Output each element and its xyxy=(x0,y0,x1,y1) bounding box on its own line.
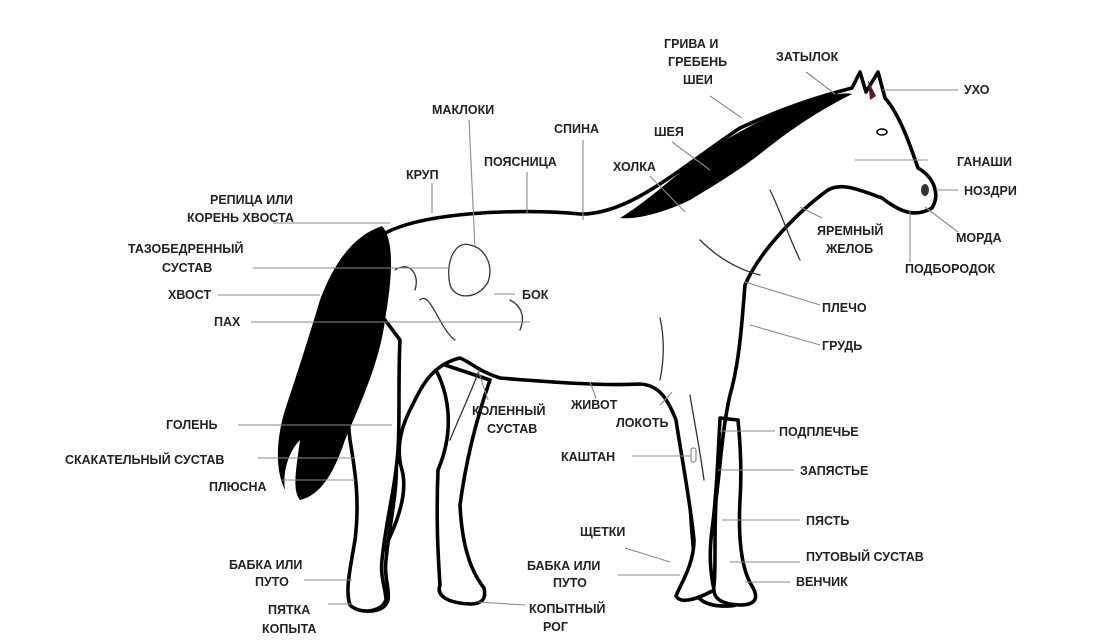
label-hock: СКАКАТЕЛЬНЫЙ СУСТАВ xyxy=(65,452,224,467)
label-back: СПИНА xyxy=(554,122,599,136)
label-shoulder: ПЛЕЧО xyxy=(822,301,867,315)
horse-eye xyxy=(877,129,887,135)
label-fetlock: ПУТОВЫЙ СУСТАВ xyxy=(806,549,924,564)
label-feathers: ЩЕТКИ xyxy=(580,525,625,539)
label-stifle-line1: КОЛЕННЫЙ xyxy=(472,403,545,418)
label-pastern-hind-line2: ПУТО xyxy=(255,575,289,589)
label-croup: КРУП xyxy=(406,168,439,182)
label-pastern-hind-line1: БАБКА ИЛИ xyxy=(229,558,302,572)
label-withers: ХОЛКА xyxy=(613,160,656,174)
chestnut-mark xyxy=(691,448,696,462)
label-cannon-front: ПЯСТЬ xyxy=(806,514,849,528)
label-dock-line1: РЕПИЦА ИЛИ xyxy=(210,193,293,207)
label-neck: ШЕЯ xyxy=(654,125,684,139)
label-mane-line2: ГРЕБЕНЬ xyxy=(668,55,727,69)
label-mane-line1: ГРИВА И xyxy=(664,37,718,51)
label-point-of-hip: МАКЛОКИ xyxy=(432,103,494,117)
label-flank: БОК xyxy=(522,288,549,302)
label-belly: ЖИВОТ xyxy=(570,398,618,412)
label-tail: ХВОСТ xyxy=(168,288,211,302)
label-poll: ЗАТЫЛОК xyxy=(776,50,839,64)
label-hoof-line2: РОГ xyxy=(543,620,568,634)
label-dock-line2: КОРЕНЬ ХВОСТА xyxy=(187,211,294,225)
label-heel-line1: ПЯТКА xyxy=(268,603,310,617)
label-nostrils: НОЗДРИ xyxy=(964,184,1017,198)
label-heel-line2: КОПЫТА xyxy=(262,622,316,636)
label-loin: ПОЯСНИЦА xyxy=(484,155,557,169)
label-elbow: ЛОКОТЬ xyxy=(616,416,668,430)
label-coronet: ВЕНЧИК xyxy=(796,575,848,589)
label-stifle-line2: СУСТАВ xyxy=(487,422,537,436)
label-jugular-line1: ЯРЕМНЫЙ xyxy=(817,223,883,238)
label-knee: ЗАПЯСТЬЕ xyxy=(800,464,868,478)
label-chestnut: КАШТАН xyxy=(561,450,615,464)
label-cannon-hind: ПЛЮСНА xyxy=(209,480,267,494)
label-hoof-line1: КОПЫТНЫЙ xyxy=(529,601,605,616)
label-muzzle: МОРДА xyxy=(956,231,1002,245)
label-stifle-area: ПАХ xyxy=(214,315,241,329)
label-forearm: ПОДПЛЕЧЬЕ xyxy=(779,425,859,439)
horse-nostril xyxy=(921,184,929,196)
label-hip-joint-line1: ТАЗОБЕДРЕННЫЙ xyxy=(128,241,243,256)
label-gaskin: ГОЛЕНЬ xyxy=(166,418,217,432)
label-mane-line3: ШЕИ xyxy=(683,73,713,87)
far-hind-leg xyxy=(430,360,490,604)
label-jowl: ГАНАШИ xyxy=(957,155,1012,169)
label-chin: ПОДБОРОДОК xyxy=(905,262,996,276)
label-pastern-front-line2: ПУТО xyxy=(553,576,587,590)
label-ear: УХО xyxy=(964,83,990,97)
label-pastern-front-line1: БАБКА ИЛИ xyxy=(527,559,600,573)
label-jugular-line2: ЖЕЛОБ xyxy=(825,242,873,256)
label-hip-joint-line2: СУСТАВ xyxy=(162,261,212,275)
label-chest: ГРУДЬ xyxy=(822,339,862,353)
